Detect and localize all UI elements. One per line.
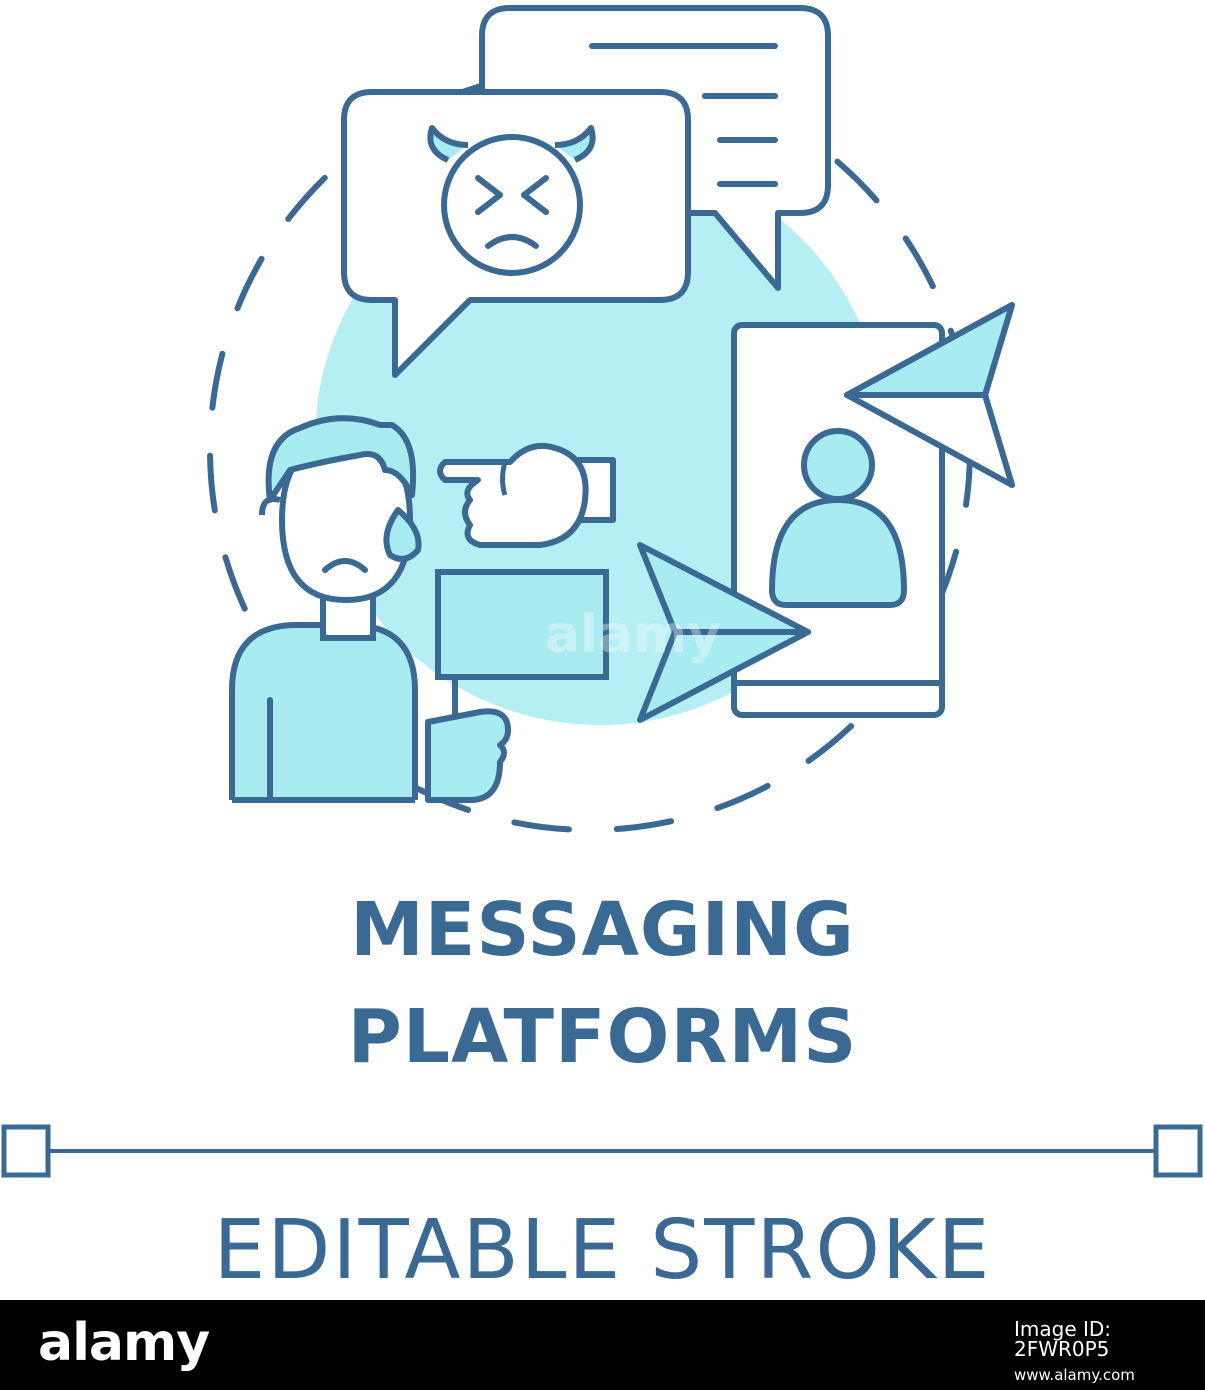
paper-plane-bottom-wing <box>844 392 1015 488</box>
tear-drop-icon <box>383 507 422 562</box>
sad-person-icon <box>229 415 422 803</box>
image-id-label: Image ID: 2FWR0P5 <box>1014 1317 1112 1361</box>
paper-plane-2-lower-wing <box>637 629 811 723</box>
pointing-hand-icon <box>437 442 616 548</box>
title-line-1: MESSAGING <box>350 887 855 973</box>
title-line-2: PLATFORMS <box>347 994 858 1080</box>
editable-stroke-line-icon <box>1 1124 1203 1178</box>
footer-url: www.alamy.com <box>1014 1366 1135 1384</box>
user-profile-icon <box>769 428 907 608</box>
angry-devil-face-icon <box>427 125 596 276</box>
watermark-text: alamy <box>545 605 722 665</box>
angry-speech-bubble-icon <box>341 89 691 378</box>
messaging-platforms-illustration <box>207 5 1015 833</box>
footer-bar <box>0 1300 1205 1390</box>
flag-icon <box>425 569 609 803</box>
caption: EDITABLE STROKE <box>213 1210 992 1298</box>
alamy-logo: alamy <box>38 1313 210 1373</box>
